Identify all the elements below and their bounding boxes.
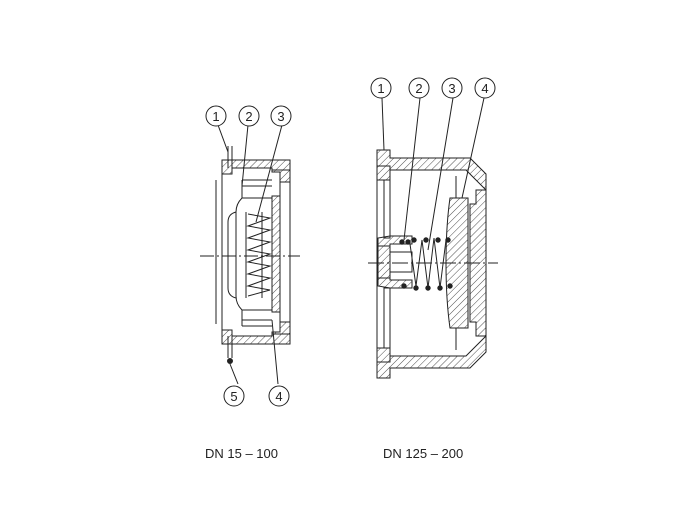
left-callout-3 bbox=[270, 105, 292, 127]
left-callout-4 bbox=[268, 385, 290, 407]
left-callout-5 bbox=[223, 385, 245, 407]
left-callout-5-label: 5 bbox=[230, 389, 237, 404]
left-callouts: 1 2 3 5 4 bbox=[205, 105, 292, 407]
left-body-top bbox=[221, 159, 291, 175]
right-callout-4 bbox=[474, 77, 496, 99]
right-callout-2-label: 2 bbox=[415, 81, 422, 96]
right-callout-3 bbox=[441, 77, 463, 99]
left-body-bottom bbox=[221, 329, 291, 345]
left-callout-2-label: 2 bbox=[245, 109, 252, 124]
left-callout-4-label: 4 bbox=[275, 389, 282, 404]
right-body-bottom bbox=[376, 334, 487, 379]
right-seat-ring bbox=[469, 189, 487, 337]
right-body-top bbox=[376, 149, 487, 192]
left-callout-3-label: 3 bbox=[277, 109, 284, 124]
right-disc bbox=[445, 197, 469, 329]
left-disc bbox=[235, 179, 272, 327]
left-spring bbox=[246, 213, 272, 297]
left-seat-plate bbox=[271, 195, 281, 313]
right-valve-section bbox=[368, 97, 498, 379]
left-valve-section bbox=[200, 124, 300, 385]
right-cross-bar-bottom bbox=[377, 277, 413, 289]
right-callouts: 1 2 3 4 bbox=[370, 77, 496, 99]
right-callout-2 bbox=[408, 77, 430, 99]
caption-dn-125-200: DN 125 – 200 bbox=[383, 446, 464, 461]
caption-dn-15-100: DN 15 – 100 bbox=[205, 446, 278, 461]
right-callout-1 bbox=[370, 77, 392, 99]
right-callout-4-label: 4 bbox=[481, 81, 488, 96]
left-callout-1 bbox=[205, 105, 227, 127]
right-callout-3-label: 3 bbox=[448, 81, 455, 96]
right-callout-1-label: 1 bbox=[377, 81, 384, 96]
left-callout-2 bbox=[238, 105, 260, 127]
left-callout-1-label: 1 bbox=[212, 109, 219, 124]
